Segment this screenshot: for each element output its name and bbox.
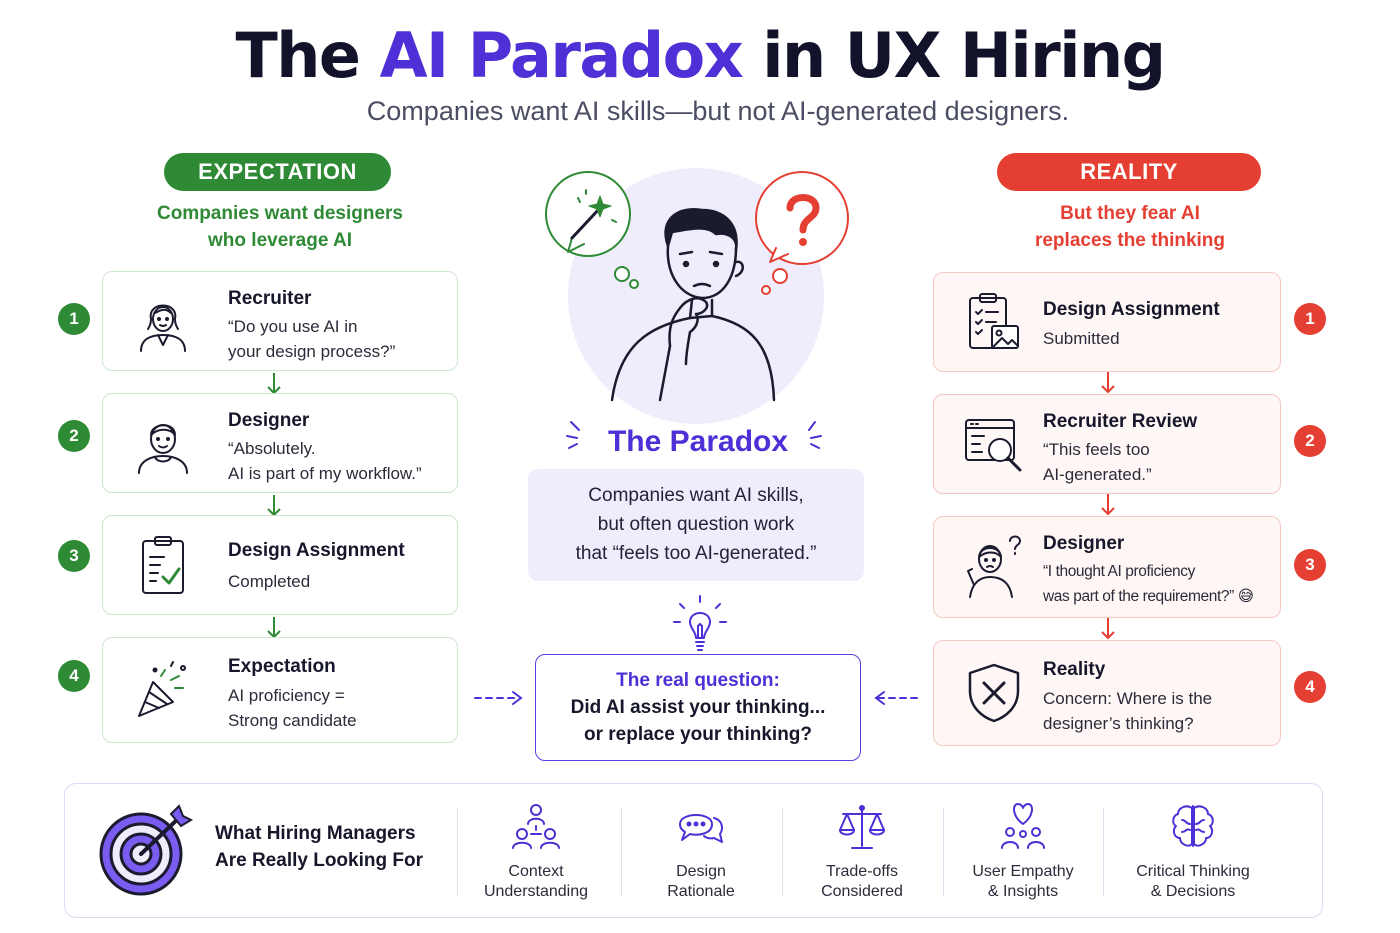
expectation-pill: EXPECTATION — [164, 153, 391, 191]
heart-people-icon — [1001, 803, 1045, 849]
card-title: Expectation — [228, 656, 336, 677]
title-accent: AI Paradox — [379, 19, 744, 92]
quality-critical-thinking: Critical Thinking & Decisions — [1118, 802, 1268, 902]
people-network-icon — [512, 804, 560, 849]
card-title: Recruiter — [228, 288, 312, 309]
confused-designer-icon — [967, 535, 1021, 598]
expectation-step-number: 1 — [58, 303, 90, 335]
quality-tradeoffs: Trade-offs Considered — [787, 802, 937, 902]
scales-icon — [839, 805, 885, 849]
real-question-body: Did AI assist your thinking... or replac… — [570, 697, 826, 745]
dashed-arrow-left-icon — [874, 691, 923, 705]
paradox-body: Companies want AI skills, but often ques… — [575, 485, 817, 564]
expectation-tagline-text: Companies want designers who leverage AI — [156, 203, 403, 251]
card-body: Completed — [228, 572, 311, 591]
card-title: Design Assignment — [1043, 299, 1220, 320]
quality-label: Critical Thinking & Decisions — [1136, 863, 1250, 900]
arrow-down-icon — [267, 373, 281, 395]
quality-label: Trade-offs Considered — [821, 863, 903, 900]
expectation-card-designer: Designer “Absolutely. AI is part of my w… — [102, 393, 458, 493]
expectation-step-number: 4 — [58, 660, 90, 692]
sparkle-right-icon — [808, 421, 822, 449]
real-question-box: The real question: Did AI assist your th… — [535, 654, 861, 761]
arrow-down-icon — [267, 617, 281, 639]
reality-tagline: But they fear AI replaces the thinking — [975, 200, 1285, 254]
arrow-down-icon — [1101, 372, 1115, 394]
reality-tagline-text: But they fear AI replaces the thinking — [1034, 203, 1226, 251]
reality-step-number: 1 — [1294, 303, 1326, 335]
thinking-person-illustration — [545, 168, 849, 424]
lightbulb-icon — [673, 595, 727, 651]
arrow-down-icon — [1101, 494, 1115, 516]
reality-card-review: Recruiter Review “This feels too AI-gene… — [933, 394, 1281, 494]
card-title: Reality — [1043, 659, 1106, 680]
title-suffix: in UX Hiring — [742, 19, 1166, 92]
quality-label: User Empathy & Insights — [972, 863, 1074, 900]
card-body: Submitted — [1043, 329, 1120, 348]
expectation-card-expectation: Expectation AI proficiency = Strong cand… — [102, 637, 458, 743]
quality-empathy: User Empathy & Insights — [948, 802, 1098, 902]
panel-label: What Hiring Managers Are Really Looking … — [215, 823, 423, 871]
title-prefix: The — [235, 19, 380, 92]
expectation-step-number: 3 — [58, 540, 90, 572]
reality-pill: REALITY — [997, 153, 1261, 191]
card-title: Designer — [228, 410, 310, 431]
assignment-icon — [969, 293, 1019, 349]
question-mark-icon — [786, 194, 820, 234]
paradox-title: The Paradox — [607, 425, 789, 458]
clipboard-check-icon — [142, 536, 184, 594]
divider — [782, 808, 783, 896]
quality-context: Context Understanding — [461, 802, 611, 902]
quality-label: Design Rationale — [667, 863, 735, 900]
card-body: “Do you use AI in your design process?” — [228, 317, 396, 361]
arrow-down-icon — [267, 495, 281, 517]
brain-icon — [1172, 805, 1214, 847]
reality-step-number: 3 — [1294, 549, 1326, 581]
expectation-card-assignment: Design Assignment Completed — [102, 515, 458, 615]
designer-icon — [138, 424, 188, 474]
shield-x-icon — [968, 663, 1020, 723]
card-body: Concern: Where is the designer’s thinkin… — [1043, 689, 1213, 733]
card-body: “Absolutely. AI is part of my workflow.” — [228, 439, 422, 483]
arrow-down-icon — [1101, 618, 1115, 640]
reality-card-reality: Reality Concern: Where is the designer’s… — [933, 640, 1281, 746]
dashed-arrow-right-icon — [474, 691, 523, 705]
card-title: Recruiter Review — [1043, 411, 1198, 432]
reality-card-assignment: Design Assignment Submitted — [933, 272, 1281, 372]
sparkle-left-icon — [566, 421, 580, 449]
magnifier-review-icon — [965, 419, 1022, 472]
divider — [621, 808, 622, 896]
page-title: The AI Paradox in UX Hiring — [0, 18, 1400, 94]
divider — [457, 808, 458, 896]
card-body: “I thought AI proficiency was part of th… — [1043, 563, 1254, 605]
reality-step-number: 4 — [1294, 671, 1326, 703]
expectation-step-number: 2 — [58, 420, 90, 452]
card-title: Design Assignment — [228, 540, 405, 561]
quality-label: Context Understanding — [483, 863, 589, 900]
divider — [1103, 808, 1104, 896]
paradox-box: Companies want AI skills, but often ques… — [528, 469, 864, 581]
divider — [943, 808, 944, 896]
expectation-tagline: Companies want designers who leverage AI — [130, 200, 430, 254]
card-body: “This feels too AI-generated.” — [1043, 440, 1152, 484]
page-subtitle: Companies want AI skills—but not AI-gene… — [366, 96, 1070, 126]
reality-step-number: 2 — [1294, 425, 1326, 457]
hiring-managers-panel: What Hiring Managers Are Really Looking … — [64, 783, 1323, 918]
expectation-card-recruiter: Recruiter “Do you use AI in your design … — [102, 271, 458, 371]
party-popper-icon — [138, 661, 186, 717]
chat-bubbles-icon — [679, 814, 723, 843]
reality-card-designer: Designer “I thought AI proficiency was p… — [933, 516, 1281, 618]
recruiter-icon — [140, 304, 186, 352]
card-title: Designer — [1043, 533, 1125, 554]
real-question-title: The real question: — [616, 670, 780, 691]
target-icon — [99, 804, 194, 896]
card-body: AI proficiency = Strong candidate — [228, 686, 357, 730]
quality-rationale: Design Rationale — [626, 802, 776, 902]
magic-wand-icon — [570, 189, 617, 240]
